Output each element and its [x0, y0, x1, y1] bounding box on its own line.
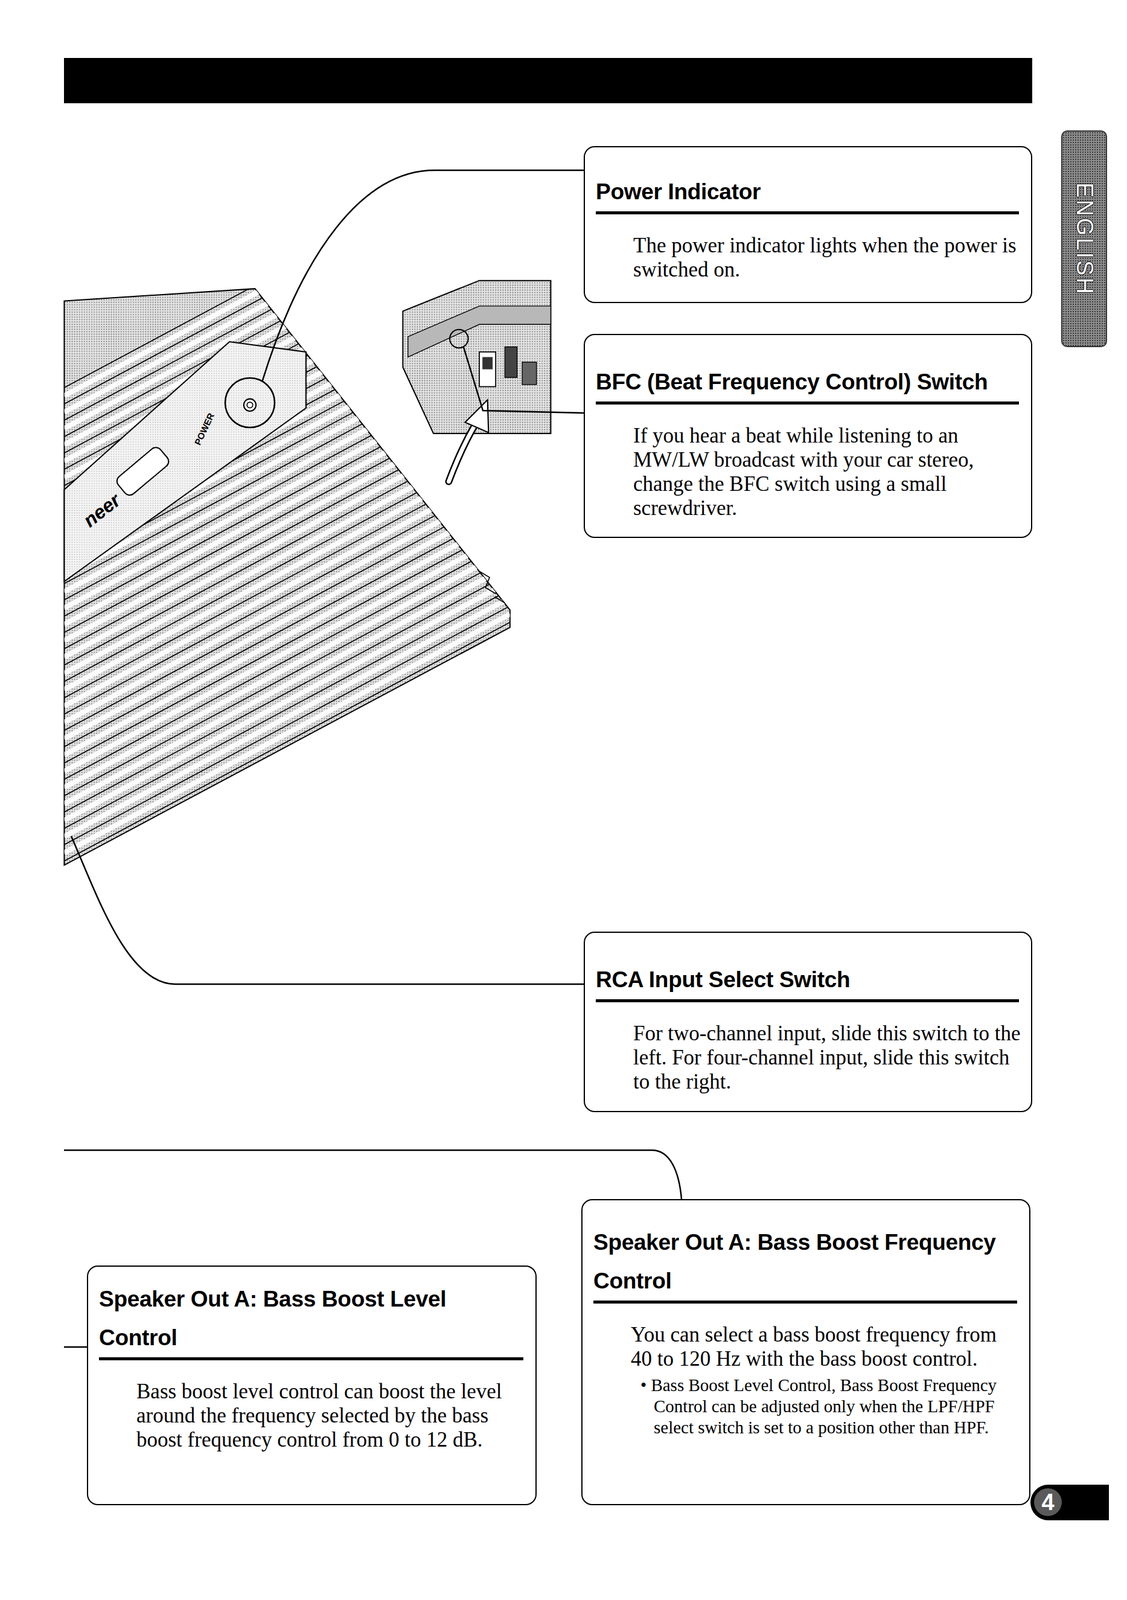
leader-line	[262, 170, 585, 382]
callout-body: You can select a bass boost frequency fr…	[630, 1322, 1000, 1371]
callout-body: Bass boost level control can boost the l…	[136, 1379, 518, 1452]
inset-terminal	[522, 362, 537, 385]
inset-callout-circle	[449, 329, 468, 348]
logo-plate	[114, 444, 172, 498]
inset-end-panel	[402, 280, 551, 434]
page-number-tab: 4	[1030, 1484, 1109, 1520]
power-lamp	[246, 402, 253, 408]
callout-heading: Speaker Out A: Bass Boost Frequency Cont…	[593, 1222, 1018, 1304]
page-number: 4	[1034, 1487, 1062, 1516]
callout-note: • Bass Boost Level Control, Bass Boost F…	[640, 1374, 1014, 1438]
leader-line	[63, 1346, 87, 1348]
callout-heading: Speaker Out A: Bass Boost Level Control	[98, 1279, 524, 1361]
callout-heading: Power Indicator	[595, 172, 1019, 215]
callout-box: Speaker Out A: Bass Boost Frequency Cont…	[581, 1198, 1031, 1505]
leader-circle	[225, 377, 275, 428]
callout-body: The power indicator lights when the powe…	[633, 233, 1023, 282]
bfc-switch	[479, 351, 496, 387]
amplifier-illustration	[63, 149, 551, 870]
language-tab: ENGLISH	[1061, 130, 1108, 348]
logo-text: neer	[79, 488, 125, 532]
view-arrow	[448, 424, 476, 482]
callout-box: BFC (Beat Frequency Control) Switch If yo…	[583, 333, 1033, 538]
callout-heading: RCA Input Select Switch	[595, 960, 1019, 1003]
callout-box: Power IndicatorThe power indicator light…	[583, 146, 1033, 304]
top-plate	[63, 341, 306, 582]
callout-box: Speaker Out A: Bass Boost Level ControlB…	[86, 1265, 537, 1505]
callout-body: For two-channel input, slide this switch…	[633, 1021, 1023, 1094]
heatsink-fins	[63, 149, 510, 870]
inset-fins	[408, 306, 552, 357]
callout-heading: BFC (Beat Frequency Control) Switch	[595, 362, 1019, 405]
callout-body: If you hear a beat while listening to an…	[633, 423, 1023, 521]
callout-box: RCA Input Select SwitchFor two-channel i…	[583, 931, 1033, 1112]
bfc-switch-lever	[482, 356, 493, 369]
inset-terminal	[504, 346, 517, 378]
leader-line	[463, 347, 584, 413]
header-bar	[63, 57, 1033, 104]
power-lamp	[243, 399, 256, 412]
language-label: ENGLISH	[1071, 182, 1098, 296]
view-arrow	[448, 424, 476, 482]
leader-line	[71, 836, 584, 984]
part-label: POWER	[191, 411, 216, 447]
view-arrow-head	[464, 399, 489, 433]
leader-line	[63, 1149, 682, 1199]
fin-notches	[479, 571, 505, 603]
